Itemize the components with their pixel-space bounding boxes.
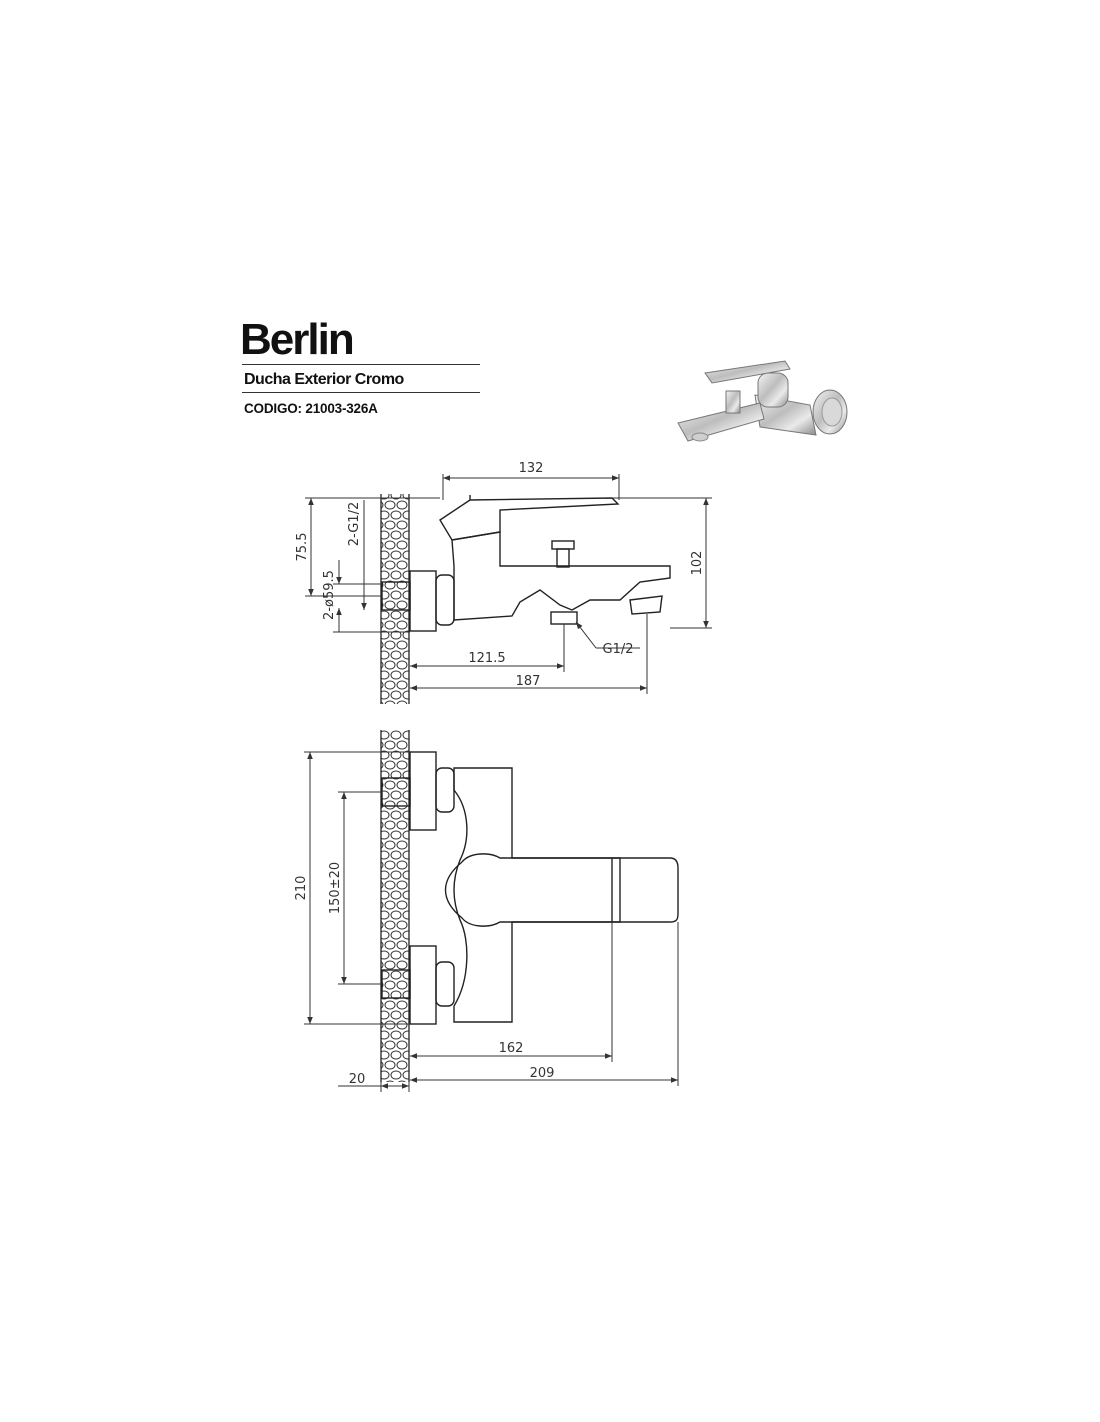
product-name: Ducha Exterior Cromo: [244, 371, 404, 388]
dim-210: 210: [294, 876, 309, 901]
dim-inlet-diameter: 2-ø59.5: [322, 570, 337, 620]
title-underline: [242, 364, 480, 365]
lever-handle: [704, 360, 791, 384]
spout: [677, 390, 765, 442]
top-dimensions: [304, 751, 679, 1092]
dim-150-20: 150±20: [328, 862, 343, 914]
dim-162: 162: [499, 1041, 524, 1056]
top-body: [381, 751, 679, 1025]
product-code: CODIGO: 21003-326A: [244, 401, 378, 416]
side-body: [381, 495, 671, 632]
dim-187: 187: [516, 674, 541, 689]
dim-inlet-thread: 2-G1/2: [347, 502, 362, 546]
dim-102: 102: [690, 551, 705, 576]
dim-132: 132: [519, 461, 544, 476]
mixer-body: [754, 372, 817, 436]
side-wall: [380, 494, 410, 704]
dim-outlet-thread: G1/2: [603, 642, 634, 657]
side-dimensions: [305, 474, 712, 694]
top-wall: [380, 730, 410, 1082]
brand-title: Berlin: [240, 315, 355, 364]
subtitle-underline: [242, 392, 480, 393]
wall-rosette: [812, 389, 848, 435]
dim-20: 20: [349, 1072, 366, 1087]
dim-75-5: 75.5: [295, 533, 310, 562]
dim-121-5: 121.5: [468, 651, 505, 666]
dim-209: 209: [530, 1066, 555, 1081]
product-photo: [677, 360, 848, 442]
